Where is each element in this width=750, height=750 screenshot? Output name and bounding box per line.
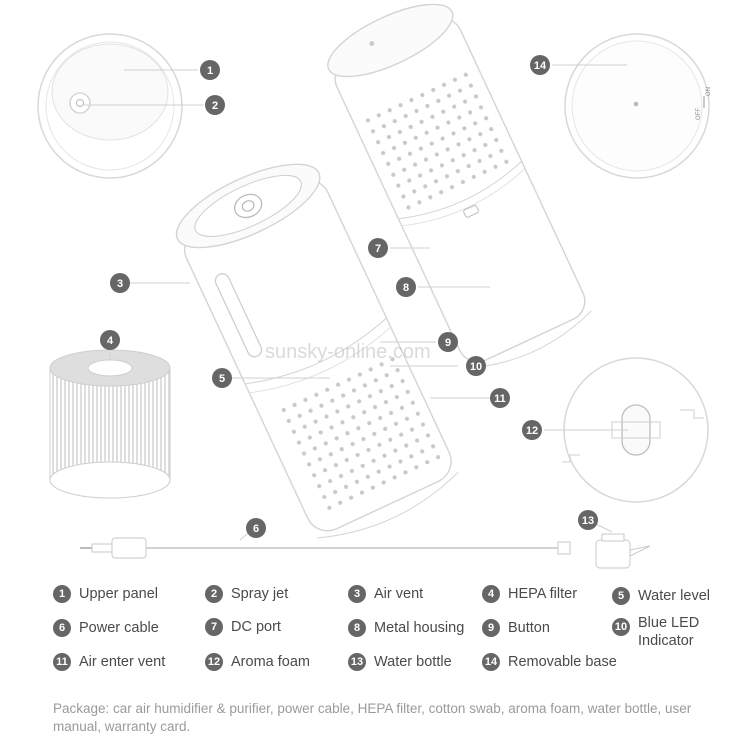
svg-text:11: 11 [494, 393, 506, 405]
power-cable-view [80, 529, 571, 559]
svg-text:12: 12 [526, 425, 538, 437]
callout-6: 6 [246, 518, 266, 538]
svg-text:7: 7 [375, 243, 381, 255]
callout-badges: 1 2 14 3 8 7 4 9 10 5 11 12 6 13 [100, 55, 598, 538]
package-contents: Package: car air humidifier & purifier, … [53, 701, 692, 734]
callout-12: 12 [522, 420, 542, 440]
watermark-text: sunsky-online.com [265, 341, 431, 363]
callout-9: 9 [438, 332, 458, 352]
svg-text:4: 4 [107, 335, 114, 347]
device-rear-view [327, 3, 592, 369]
callout-4: 4 [100, 330, 120, 350]
aroma-foam-view [544, 357, 709, 503]
callout-7: 7 [368, 238, 388, 258]
svg-text:5: 5 [219, 373, 225, 385]
callout-13: 13 [578, 510, 598, 530]
hepa-filter-view [49, 349, 171, 499]
svg-text:1: 1 [207, 65, 213, 77]
callout-11: 11 [490, 388, 510, 408]
water-bottle-view [595, 523, 651, 569]
removable-base-view: OFF ON [552, 33, 712, 179]
leader-lines [109, 247, 490, 399]
svg-text:6: 6 [253, 523, 259, 535]
base-marking-on: ON [706, 87, 712, 96]
svg-text:8: 8 [403, 282, 409, 294]
base-marking-off: OFF [696, 108, 702, 120]
device-front-view [175, 163, 459, 539]
svg-text:14: 14 [534, 60, 547, 72]
callout-10: 10 [466, 356, 486, 376]
svg-text:10: 10 [470, 361, 482, 373]
svg-text:3: 3 [117, 278, 123, 290]
svg-text:9: 9 [445, 337, 451, 349]
callout-5: 5 [212, 368, 232, 388]
upper-panel-view [37, 33, 204, 179]
svg-text:13: 13 [582, 515, 594, 527]
svg-text:2: 2 [212, 100, 218, 112]
callout-1: 1 [200, 60, 220, 80]
callout-14: 14 [530, 55, 550, 75]
callout-2: 2 [205, 95, 225, 115]
callout-8: 8 [396, 277, 416, 297]
callout-3: 3 [110, 273, 130, 293]
